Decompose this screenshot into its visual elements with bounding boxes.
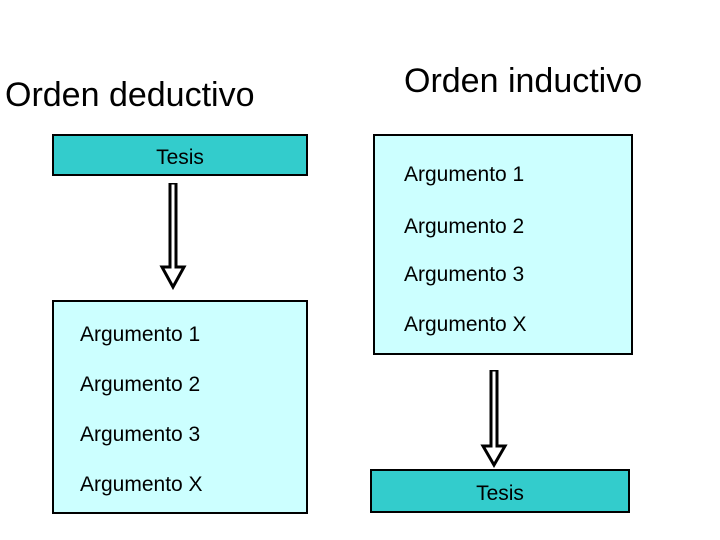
page-title-deductive: Orden deductivo xyxy=(5,76,255,114)
deductive-thesis-box: Tesis xyxy=(52,134,308,176)
inductive-arguments-list: Argumento 1 Argumento 2 Argumento 3 Argu… xyxy=(375,136,631,353)
list-item: Argumento X xyxy=(80,473,203,496)
page-title-inductive: Orden inductivo xyxy=(404,62,643,100)
list-item: Argumento 3 xyxy=(80,423,201,446)
list-item: Argumento X xyxy=(404,313,527,336)
list-item: Argumento 3 xyxy=(404,263,525,286)
deductive-arguments-list: Argumento 1 Argumento 2 Argumento 3 Argu… xyxy=(54,302,306,512)
deductive-thesis-label: Tesis xyxy=(156,146,204,169)
down-arrow-icon xyxy=(152,183,194,291)
inductive-thesis-box: Tesis xyxy=(370,469,630,513)
deductive-arguments-box: Argumento 1 Argumento 2 Argumento 3 Argu… xyxy=(52,300,308,514)
down-arrow-icon xyxy=(473,370,515,468)
inductive-arguments-box: Argumento 1 Argumento 2 Argumento 3 Argu… xyxy=(373,134,633,355)
down-arrow-glyph xyxy=(480,370,508,468)
inductive-thesis-label: Tesis xyxy=(476,482,524,505)
list-item: Argumento 2 xyxy=(404,215,525,238)
list-item: Argumento 1 xyxy=(80,323,201,346)
down-arrow-glyph xyxy=(159,183,187,291)
list-item: Argumento 2 xyxy=(80,373,201,396)
list-item: Argumento 1 xyxy=(404,163,525,186)
